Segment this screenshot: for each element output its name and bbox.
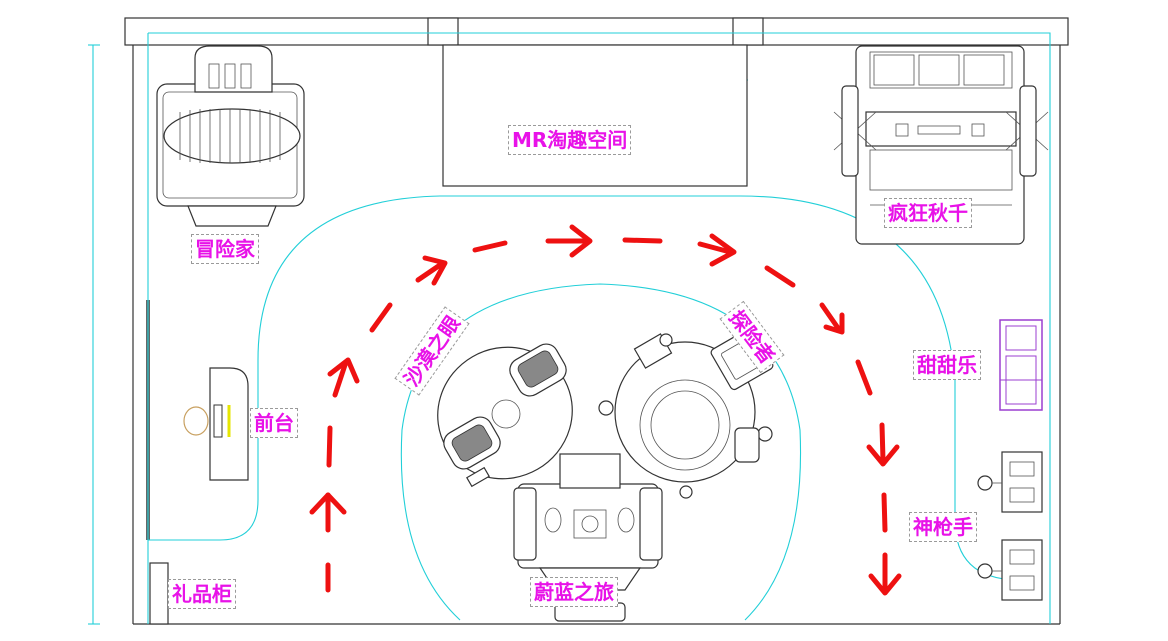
front-desk [183, 367, 249, 481]
zone-label-adventurer: 冒险家 [191, 234, 259, 264]
zone-label-crazy-swing: 疯狂秋千 [884, 198, 972, 228]
desert-eye-pod [437, 343, 573, 488]
zone-label-mr-space: MR淘趣空间 [508, 125, 632, 155]
zone-label-front-desk: 前台 [250, 408, 298, 438]
mr-space-block [442, 44, 748, 187]
zone-label-blue-journey: 蔚蓝之旅 [530, 577, 618, 607]
adventurer-machine [156, 45, 305, 227]
flow-arrows [309, 224, 902, 596]
crazy-swing-machine [833, 45, 1049, 245]
gunner-machines [977, 451, 1043, 601]
zone-label-gift-cabinet: 礼品柜 [168, 579, 236, 609]
zone-label-sweet-joy: 甜甜乐 [913, 350, 981, 380]
gift-cabinet [149, 562, 169, 625]
zone-label-gunner: 神枪手 [909, 512, 977, 542]
explorer-machine [598, 327, 774, 499]
sweet-joy-machine [999, 319, 1043, 411]
walls [88, 17, 1069, 625]
